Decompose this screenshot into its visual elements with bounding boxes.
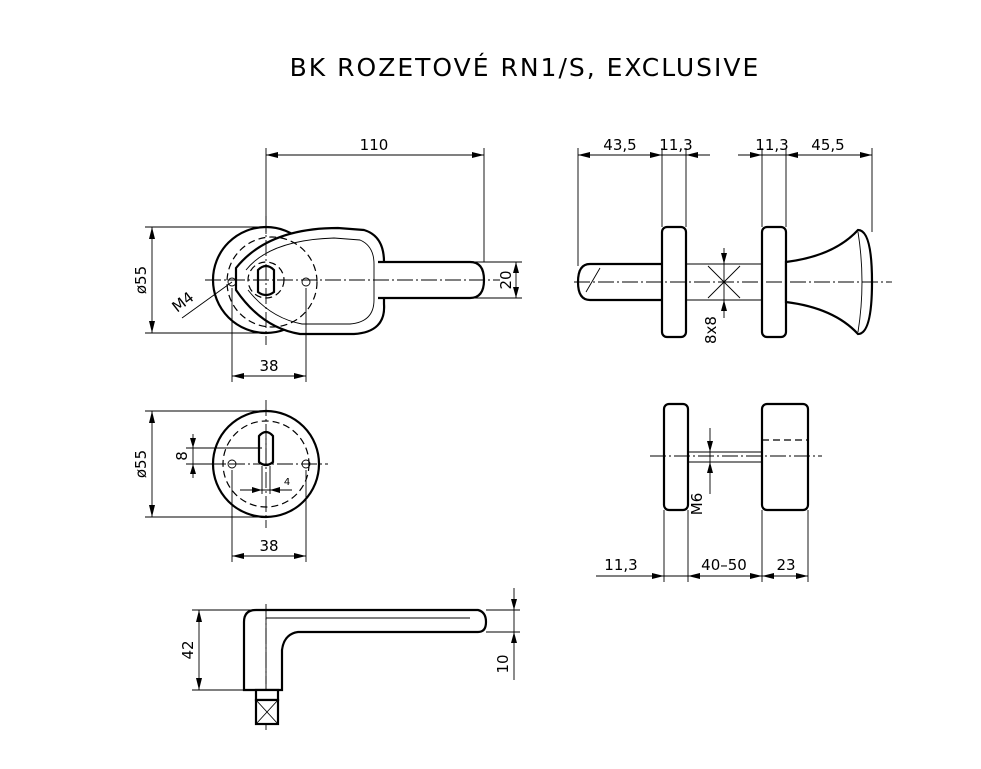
knob-arrow-5 (796, 573, 808, 579)
esc-d55-arrow-t (149, 411, 155, 423)
side-arrow-2 (650, 152, 662, 158)
dim-110-arrow-r (472, 152, 484, 158)
top-10-arrow-t (511, 599, 517, 610)
esc-d55-label: ø55 (132, 450, 150, 478)
top-42-arrow-b (196, 678, 202, 690)
dim-d55-arrow-t (149, 227, 155, 239)
knob-m6-arrow-b (707, 462, 713, 473)
side-arrow-6 (860, 152, 872, 158)
esc-4-arrow-l (252, 487, 262, 493)
top-view: 42 10 (179, 588, 520, 730)
escutcheon-view: ø55 8 4 38 (132, 400, 328, 562)
side-view: 8x8 43,5 11,3 11,3 45,5 (574, 136, 892, 344)
knob-dim-knob: 23 (776, 556, 795, 574)
esc-38-arrow-r (294, 553, 306, 559)
knob-arrow-3 (750, 573, 762, 579)
side-spindle-arrow-b (721, 300, 727, 311)
side-dim-right-rosette: 11,3 (755, 136, 788, 154)
esc-8-label: 8 (173, 451, 191, 461)
side-spindle-arrow-t (721, 253, 727, 264)
side-spindle-label: 8x8 (702, 316, 720, 344)
side-lever-edge (585, 267, 601, 293)
esc-d55-arrow-b (149, 505, 155, 517)
front-view: 110 ø55 M4 38 20 (132, 136, 522, 382)
side-dim-right-length: 45,5 (811, 136, 844, 154)
top-lever-profile (242, 608, 488, 692)
knob-rosette-left (662, 402, 690, 512)
side-arrow-3 (686, 152, 698, 158)
top-10-label: 10 (494, 654, 512, 673)
front-screw-right (301, 277, 311, 287)
dim-d55-label: ø55 (132, 266, 150, 294)
knob-m6-arrow-t (707, 441, 713, 452)
dim-20-arrow-b (513, 287, 519, 298)
top-10-arrow-b (511, 632, 517, 643)
front-screw-left (227, 277, 237, 287)
knob-arrow-1 (652, 573, 664, 579)
top-42-label: 42 (179, 640, 197, 659)
esc-38-label: 38 (259, 537, 278, 555)
esc-8-arrow-b (190, 464, 196, 474)
top-42-arrow-t (196, 610, 202, 622)
top-spindle-x2 (255, 699, 279, 725)
dim-20-label: 20 (497, 270, 515, 289)
dim-38-arrow-l (232, 373, 244, 379)
side-arrow-1 (578, 152, 590, 158)
knob-dim-door: 40–50 (701, 556, 747, 574)
m4-leader (181, 281, 233, 319)
side-arrow-5 (786, 152, 798, 158)
dim-38-label: 38 (259, 357, 278, 375)
side-dim-left-length: 43,5 (603, 136, 636, 154)
esc-4-label: 4 (284, 477, 290, 488)
knob-arrow-2 (688, 573, 700, 579)
dim-110-arrow-l (266, 152, 278, 158)
dim-38-arrow-r (294, 373, 306, 379)
top-spindle-neck (254, 688, 280, 702)
side-dim-left-rosette: 11,3 (659, 136, 692, 154)
front-handle-inner-contour (245, 237, 375, 325)
esc-8-arrow-t (190, 438, 196, 448)
esc-38-arrow-l (232, 553, 244, 559)
knob-arrow-4 (762, 573, 774, 579)
esc-4-arrow-r (270, 487, 280, 493)
drawing-title: BK ROZETOVÉ RN1/S, EXCLUSIVE (290, 53, 761, 82)
knob-dim-rosette: 11,3 (604, 556, 637, 574)
side-arrow-4 (750, 152, 762, 158)
m4-label: M4 (169, 288, 198, 316)
front-keyhole (256, 264, 276, 297)
dim-110-label: 110 (360, 136, 389, 154)
knob-right (760, 402, 810, 512)
side-knob-face (857, 231, 863, 333)
dim-d55-arrow-b (149, 321, 155, 333)
dim-20-arrow-t (513, 262, 519, 273)
knob-m6-label: M6 (688, 493, 706, 516)
knob-side-view: M6 11,3 40–50 23 (596, 402, 822, 582)
front-boss-hidden-outer (226, 236, 318, 328)
